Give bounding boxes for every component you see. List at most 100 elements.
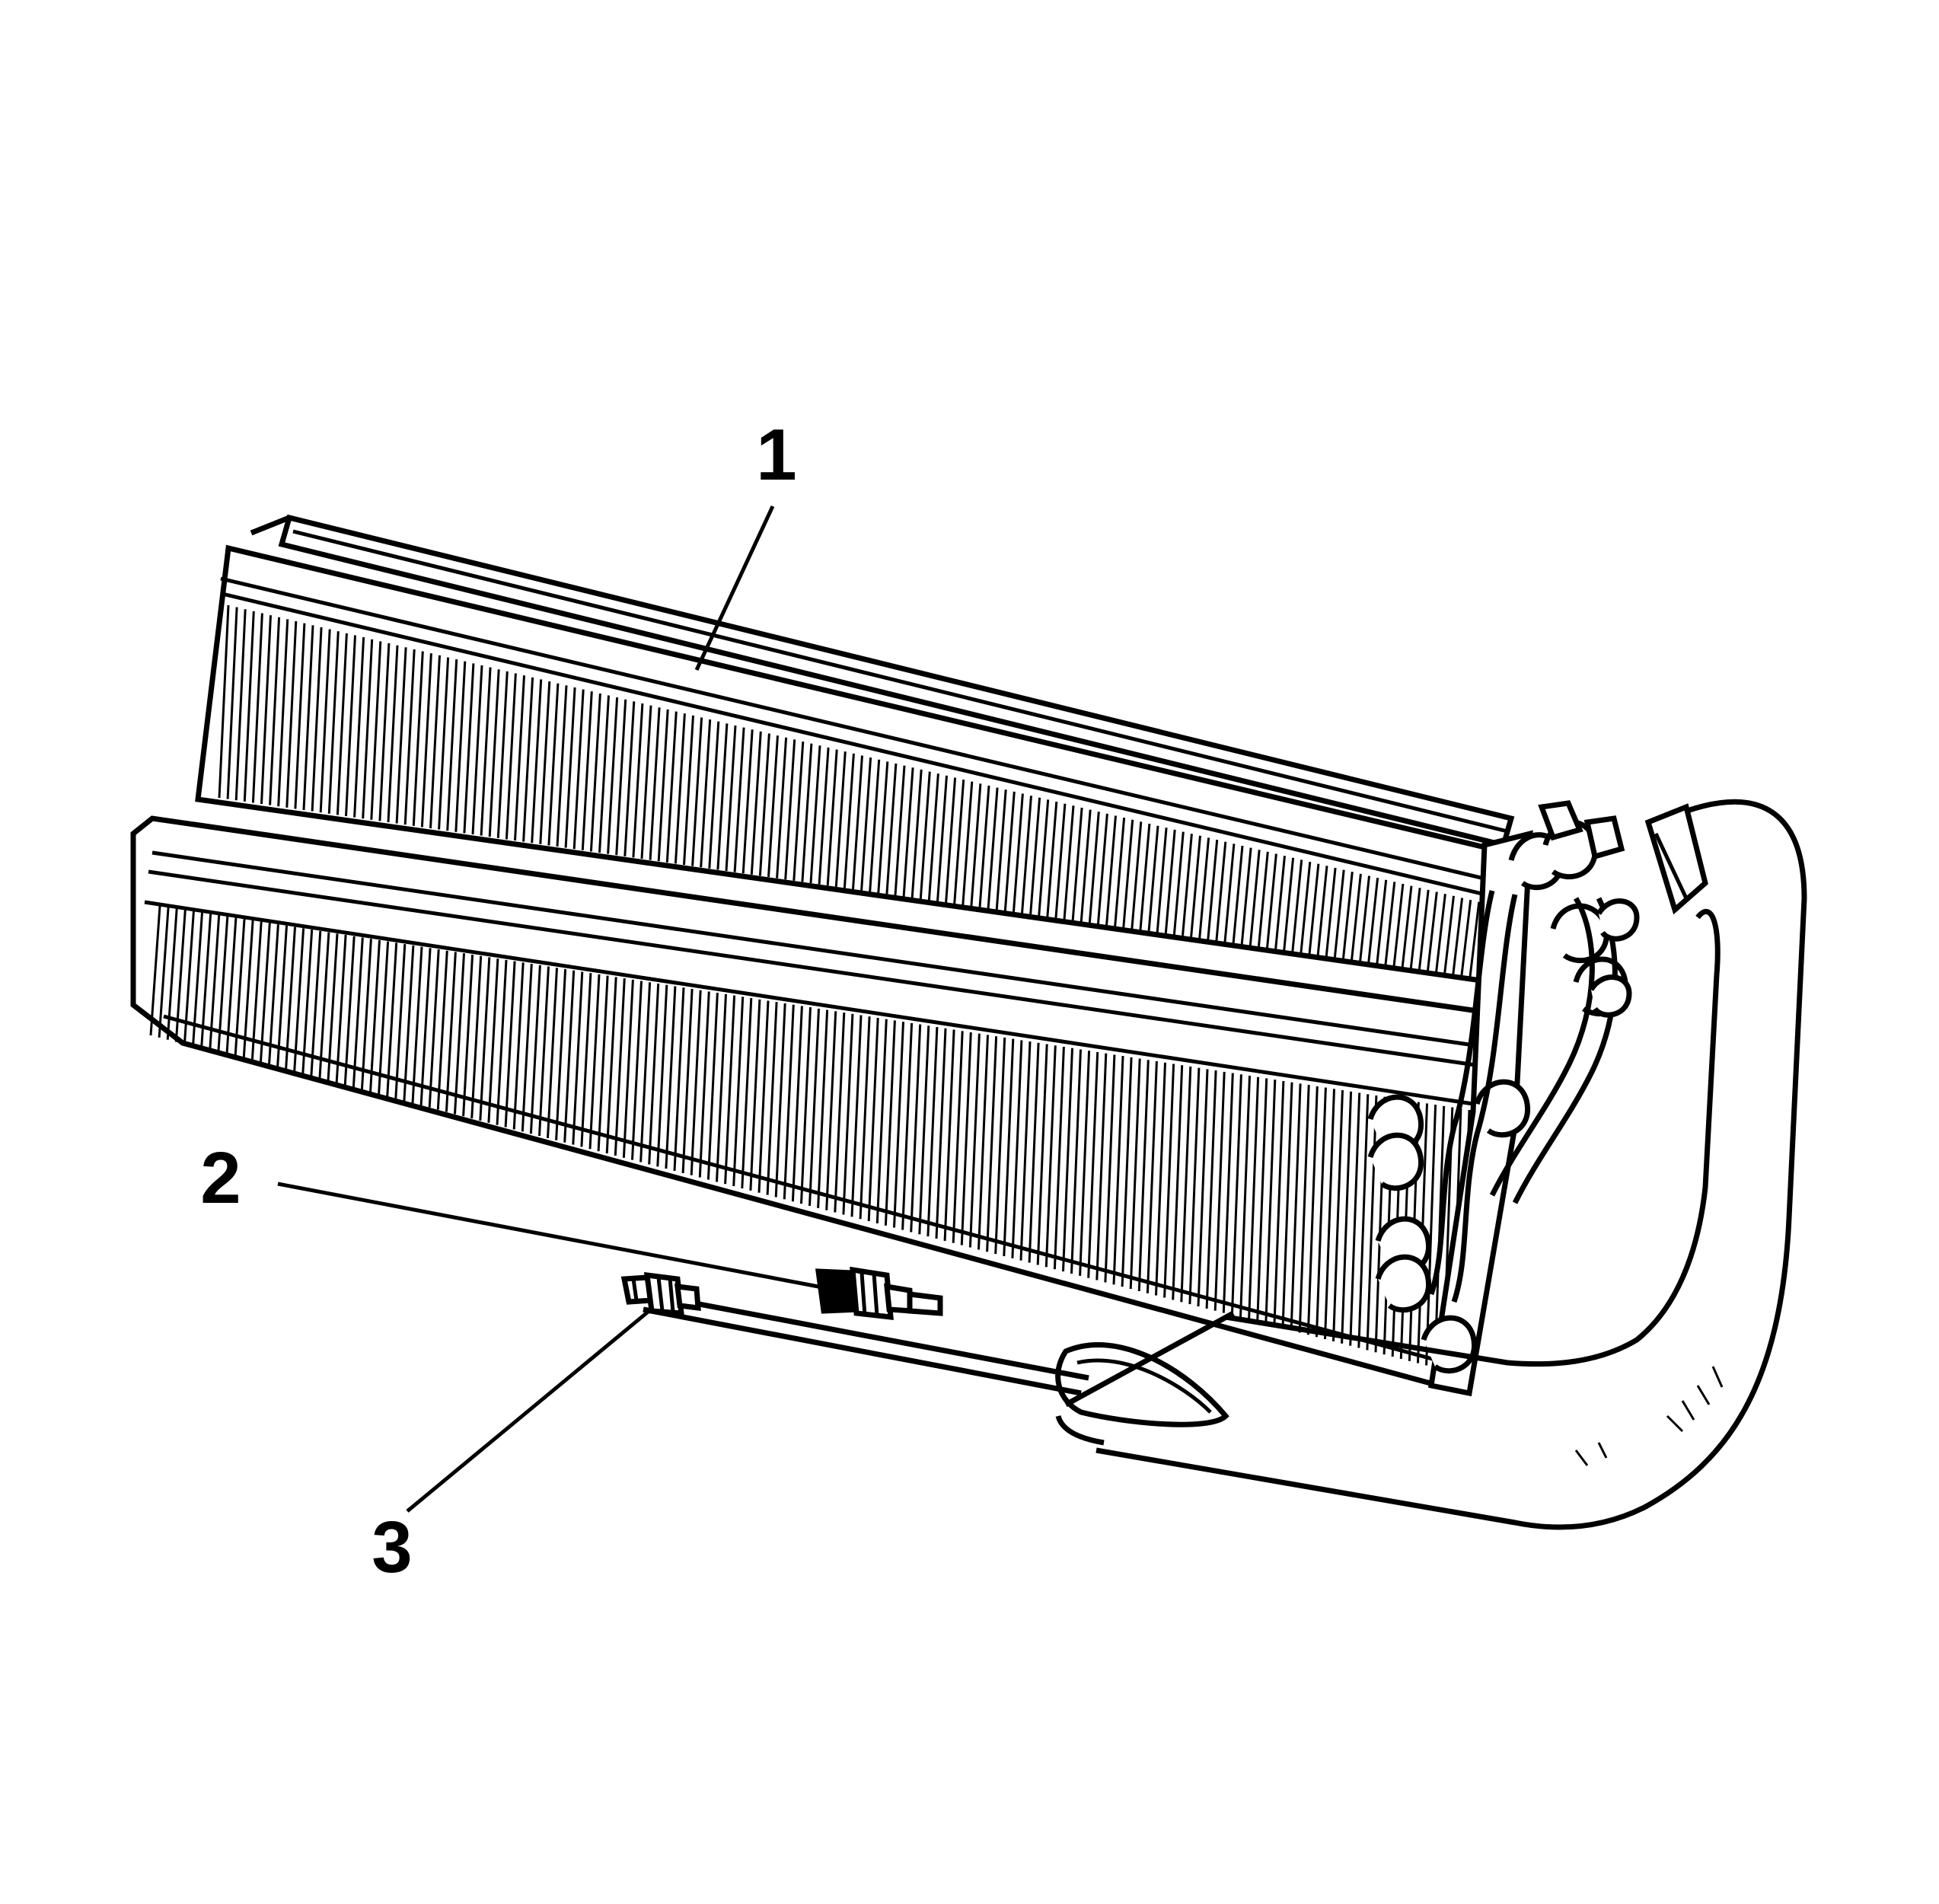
fin-line: [1290, 1083, 1302, 1331]
fin-line: [1003, 791, 1016, 911]
fin-line: [463, 663, 475, 834]
callouts: 1 2 3: [200, 414, 796, 1588]
fin-line: [706, 993, 719, 1180]
callout-1: 1: [756, 414, 796, 496]
fin-line: [529, 965, 541, 1134]
fin-line: [716, 993, 727, 1182]
fin-line: [352, 937, 364, 1088]
fin-line: [1240, 847, 1252, 946]
fin-line: [1181, 834, 1193, 937]
fin-line: [480, 667, 492, 836]
fin-line: [420, 653, 432, 828]
fin-line: [209, 914, 221, 1051]
expansion-tube-fitting: [815, 1266, 943, 1320]
fin-line: [1096, 813, 1108, 925]
fin-line: [1180, 1066, 1192, 1303]
fin-line: [614, 978, 626, 1156]
fin-line: [1062, 1048, 1073, 1272]
fin-line: [986, 1036, 998, 1252]
fin-line: [784, 739, 796, 880]
fin-line: [436, 950, 448, 1110]
fin-line: [267, 924, 279, 1067]
fin-line: [192, 912, 203, 1047]
fin-line: [885, 763, 898, 895]
fin-line: [496, 671, 509, 838]
fin-line: [1003, 1038, 1015, 1257]
fin-line: [987, 787, 999, 909]
fin-line: [1054, 803, 1067, 919]
fin-line: [1469, 901, 1481, 978]
fin-line: [1298, 1085, 1310, 1333]
fin-line: [698, 991, 710, 1178]
fin-line: [378, 643, 391, 821]
fin-line: [572, 971, 584, 1145]
fin-line: [277, 619, 289, 807]
fin-line: [673, 987, 685, 1172]
fin-line: [1019, 1041, 1032, 1261]
fin-line: [1434, 894, 1446, 974]
fin-line: [1164, 829, 1176, 935]
fin-line: [1046, 801, 1058, 917]
fin-line: [429, 655, 441, 829]
leader-line-2: [277, 1182, 819, 1289]
fin-line: [716, 723, 729, 870]
fin-line: [522, 677, 534, 842]
fin-line: [302, 625, 314, 811]
fin-line: [970, 783, 982, 907]
fin-line: [901, 1022, 914, 1230]
fin-line: [1197, 1069, 1209, 1307]
fin-line: [1332, 1090, 1344, 1341]
fin-line: [665, 711, 678, 863]
fin-line: [386, 942, 398, 1097]
fin-line: [225, 917, 238, 1055]
fin-line: [1265, 853, 1277, 949]
fin-line: [674, 713, 686, 864]
fin-line: [1155, 1062, 1166, 1296]
fin-line: [681, 988, 694, 1173]
fin-line: [1425, 1105, 1437, 1366]
fin-line: [877, 761, 889, 893]
fin-line: [487, 958, 499, 1123]
upper-fins: [218, 604, 1497, 981]
fin-line: [158, 907, 170, 1038]
fin-line: [504, 961, 516, 1127]
fin-line: [649, 707, 661, 860]
fin-line: [1137, 1060, 1150, 1291]
fin-line: [834, 1013, 846, 1213]
fin-line: [419, 948, 432, 1105]
fin-line: [1257, 851, 1269, 948]
fin-line: [615, 699, 627, 856]
fin-line: [884, 1020, 896, 1226]
fin-line: [995, 789, 1007, 911]
fin-line: [1029, 797, 1041, 915]
fin-line: [597, 975, 609, 1152]
fin-line: [556, 685, 568, 847]
fin-line: [1172, 831, 1185, 936]
fin-line: [563, 970, 576, 1143]
fin-line: [149, 905, 161, 1036]
fin-line: [994, 1037, 1006, 1255]
fin-line: [1341, 1091, 1353, 1344]
fin-line: [336, 633, 348, 815]
fin-line: [793, 742, 805, 881]
fin-line: [496, 959, 508, 1125]
fin-line: [774, 1003, 786, 1198]
fin-line: [1163, 1064, 1175, 1298]
fin-line: [1315, 1087, 1327, 1338]
fin-line: [656, 984, 668, 1167]
fin-line: [1104, 1054, 1116, 1283]
fin-line: [589, 693, 601, 852]
fin-line: [733, 727, 745, 872]
fin-line: [1333, 869, 1345, 959]
fin-line: [488, 669, 500, 837]
fin-line: [750, 731, 762, 875]
fin-line: [1248, 1076, 1260, 1320]
fin-line: [1112, 1056, 1124, 1285]
fin-line: [708, 721, 720, 869]
fin-line: [818, 747, 830, 885]
fin-line: [1359, 875, 1370, 963]
fin-line: [1038, 799, 1050, 917]
fin-line: [1239, 1075, 1251, 1318]
fin-line: [1452, 898, 1464, 976]
fin-line: [1357, 1094, 1370, 1348]
